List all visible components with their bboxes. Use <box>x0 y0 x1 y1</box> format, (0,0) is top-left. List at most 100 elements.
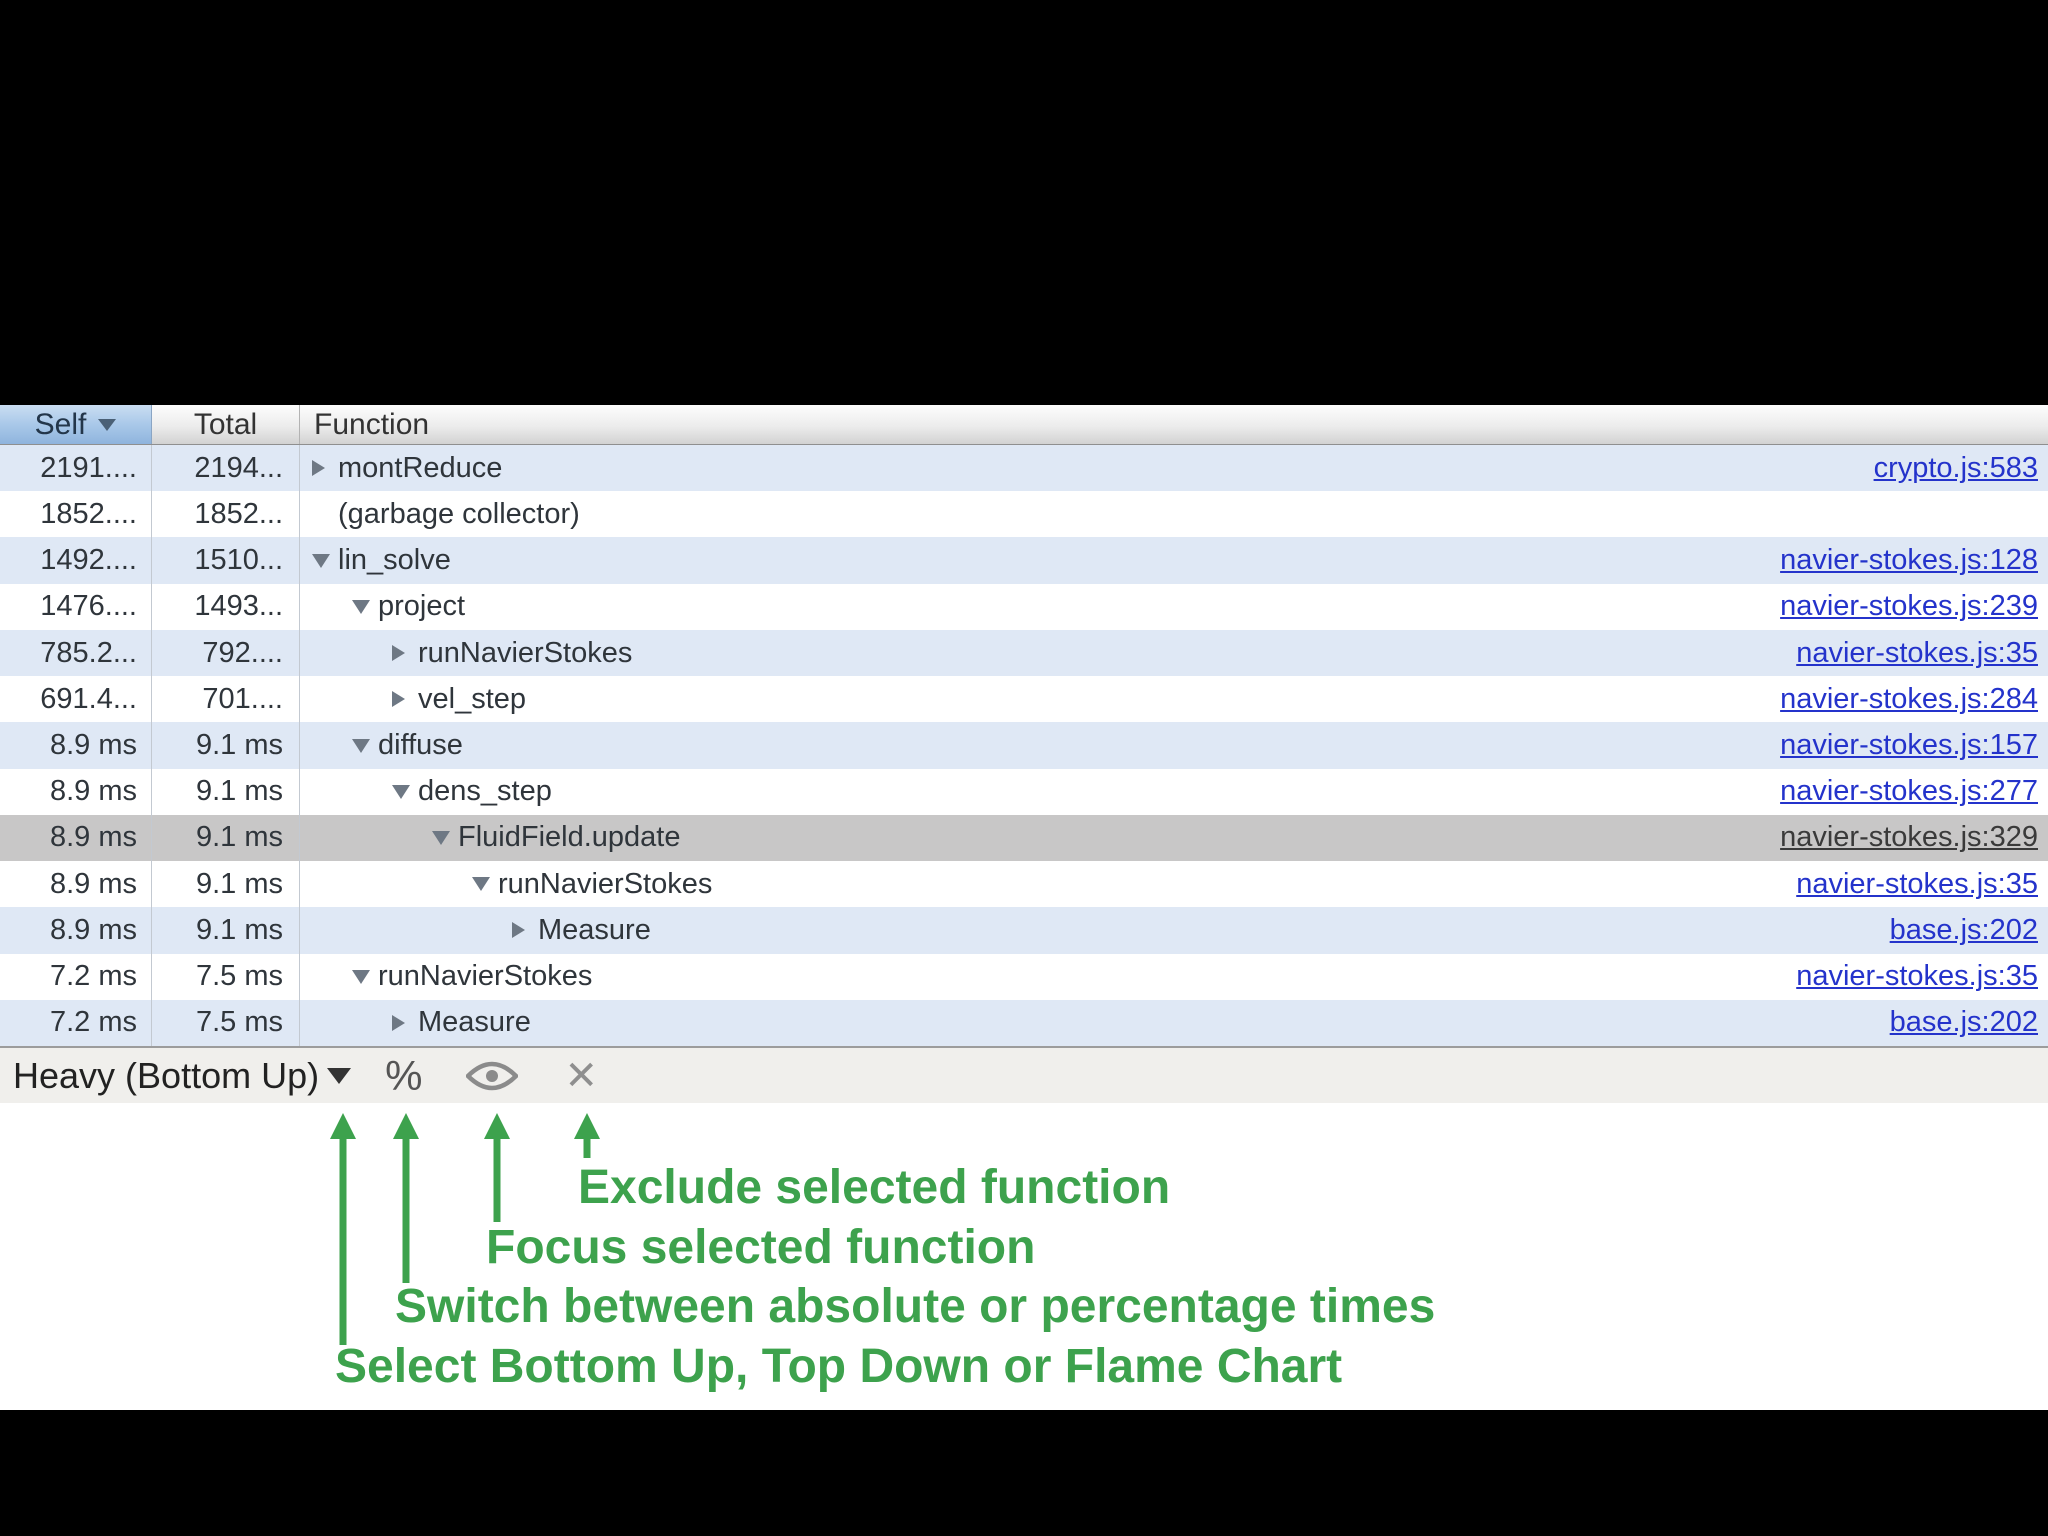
arrow-shaft <box>493 1135 501 1222</box>
total-time-cell: 701.... <box>152 676 300 723</box>
function-name: diffuse <box>378 729 463 762</box>
function-cell: FluidField.update navier-stokes.js:329 <box>300 815 2048 861</box>
total-time-cell: 9.1 ms <box>152 814 300 862</box>
function-name: FluidField.update <box>458 821 681 854</box>
source-link[interactable]: navier-stokes.js:128 <box>1780 544 2038 577</box>
expanded-arrow-icon[interactable] <box>312 554 332 568</box>
sort-descending-icon <box>98 418 117 431</box>
annotation-caption: Select Bottom Up, Top Down or Flame Char… <box>335 1340 1343 1393</box>
source-link[interactable]: navier-stokes.js:284 <box>1780 682 2038 715</box>
total-time-cell: 7.5 ms <box>152 953 300 1000</box>
collapsed-arrow-icon[interactable] <box>392 691 412 707</box>
expanded-arrow-icon[interactable] <box>352 970 372 984</box>
percent-icon[interactable]: % <box>385 1051 423 1099</box>
expanded-arrow-icon[interactable] <box>432 831 452 845</box>
arrow-head <box>484 1113 510 1139</box>
self-time-cell: 1492.... <box>0 537 152 584</box>
profile-table-rows: 2191....2194... montReduce crypto.js:583 18… <box>0 445 2048 1047</box>
collapsed-arrow-icon[interactable] <box>392 1015 412 1031</box>
annotation-caption: Exclude selected function <box>578 1161 1171 1214</box>
column-header-total[interactable]: Total <box>152 405 300 444</box>
expanded-arrow-icon[interactable] <box>472 877 492 891</box>
self-time-cell: 8.9 ms <box>0 814 152 862</box>
close-x-icon[interactable]: ✕ <box>564 1053 598 1098</box>
table-row[interactable]: 2191....2194... montReduce crypto.js:583 <box>0 445 2048 492</box>
source-link[interactable]: navier-stokes.js:239 <box>1780 590 2038 623</box>
annotation-caption: Switch between absolute or percentage ti… <box>395 1280 1436 1333</box>
annotation-caption: Focus selected function <box>486 1221 1036 1274</box>
table-header: Self Total Function <box>0 405 2048 445</box>
function-name: montReduce <box>338 451 503 484</box>
self-time-cell: 1476.... <box>0 583 152 630</box>
profiler-panel: Self Total Function 2191....2194...montR… <box>0 405 2048 1410</box>
expanded-arrow-icon[interactable] <box>392 785 412 799</box>
expanded-arrow-icon[interactable] <box>352 739 372 753</box>
function-name: dens_step <box>418 775 552 808</box>
self-time-cell: 8.9 ms <box>0 907 152 954</box>
column-header-total-label: Total <box>193 407 258 441</box>
view-selector-label[interactable]: Heavy (Bottom Up) <box>13 1054 320 1096</box>
annotation-arrow-icon <box>484 1113 510 1222</box>
self-time-cell: 2191.... <box>0 445 152 492</box>
eye-icon[interactable] <box>466 1059 519 1093</box>
collapsed-arrow-icon[interactable] <box>392 645 412 661</box>
source-link[interactable]: navier-stokes.js:277 <box>1780 775 2038 808</box>
annotation-arrow-icon <box>574 1113 600 1158</box>
total-time-cell: 2194... <box>152 445 300 492</box>
annotation-arrow-icon <box>330 1113 356 1345</box>
source-link[interactable]: base.js:202 <box>1889 913 2038 946</box>
arrow-head <box>574 1113 600 1139</box>
source-link[interactable]: navier-stokes.js:157 <box>1780 729 2038 762</box>
collapsed-arrow-icon[interactable] <box>512 922 532 938</box>
function-name: Measure <box>418 1006 531 1039</box>
function-cell: (garbage collector) <box>300 491 2048 537</box>
source-link[interactable]: navier-stokes.js:329 <box>1780 821 2038 854</box>
column-header-function[interactable]: Function <box>300 405 2048 444</box>
source-link[interactable]: navier-stokes.js:35 <box>1796 867 2038 900</box>
table-row[interactable]: 1852....1852...(garbage collector) <box>0 491 2048 538</box>
source-link[interactable]: navier-stokes.js:35 <box>1796 960 2038 993</box>
self-time-cell: 8.9 ms <box>0 722 152 769</box>
total-time-cell: 9.1 ms <box>152 907 300 954</box>
function-cell: dens_step navier-stokes.js:277 <box>300 769 2048 815</box>
source-link[interactable]: crypto.js:583 <box>1873 451 2038 484</box>
source-link[interactable]: navier-stokes.js:35 <box>1796 636 2038 669</box>
annotation-arrow-icon <box>393 1113 419 1283</box>
arrow-head <box>393 1113 419 1139</box>
arrow-head <box>330 1113 356 1139</box>
expanded-arrow-icon[interactable] <box>352 600 372 614</box>
arrow-shaft <box>402 1135 410 1283</box>
total-time-cell: 1493... <box>152 583 300 630</box>
bottom-toolbar: Heavy (Bottom Up) % ✕ <box>0 1046 2048 1103</box>
view-dropdown-icon[interactable] <box>327 1067 352 1084</box>
function-name: runNavierStokes <box>418 636 633 669</box>
arrow-shaft <box>339 1135 347 1345</box>
function-cell: diffuse navier-stokes.js:157 <box>300 722 2048 768</box>
total-time-cell: 7.5 ms <box>152 999 300 1047</box>
total-time-cell: 792.... <box>152 629 300 677</box>
total-time-cell: 1510... <box>152 537 300 584</box>
self-time-cell: 691.4... <box>0 676 152 723</box>
self-time-cell: 8.9 ms <box>0 861 152 908</box>
collapsed-arrow-icon[interactable] <box>312 460 332 476</box>
self-time-cell: 7.2 ms <box>0 999 152 1047</box>
source-link[interactable]: base.js:202 <box>1889 1006 2038 1039</box>
column-header-self[interactable]: Self <box>0 405 152 444</box>
function-name: (garbage collector) <box>338 497 580 530</box>
function-cell: montReduce crypto.js:583 <box>300 445 2048 491</box>
